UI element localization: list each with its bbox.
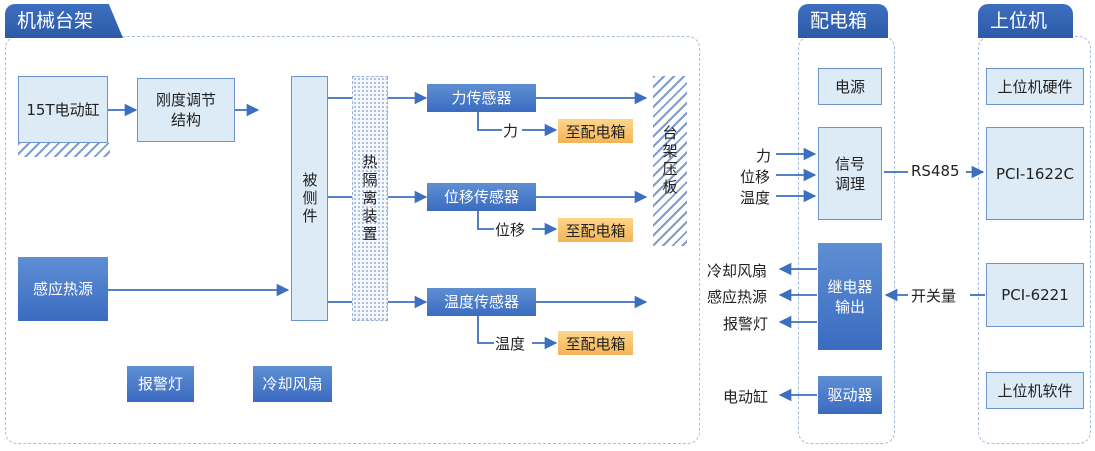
input-temperature-label: 温度	[740, 189, 771, 207]
test-part-box: 被侧件	[291, 76, 328, 321]
input-displacement-label: 位移	[740, 168, 771, 186]
temperature-sensor-box: 温度传感器	[427, 288, 536, 316]
pci-6221-box: PCI-6221	[986, 263, 1084, 327]
displacement-sensor-box: 位移传感器	[427, 183, 536, 211]
output-cylinder-label: 电动缸	[723, 388, 769, 406]
platen-label: 台架压板	[660, 125, 679, 197]
cabinet-title: 配电箱	[798, 4, 888, 38]
force-sensor-box: 力传感器	[427, 84, 536, 112]
platen-hatch	[653, 76, 687, 246]
cooling-fan-box: 冷却风扇	[253, 366, 332, 402]
thermal-isolation-box: 热隔离装置	[352, 76, 388, 321]
alarm-lamp-box: 报警灯	[127, 366, 194, 402]
power-supply-box: 电源	[818, 68, 882, 105]
ground-hatch	[18, 143, 110, 157]
force-label: 力	[503, 122, 519, 140]
host-software-box: 上位机软件	[986, 372, 1084, 409]
temperature-label: 温度	[495, 335, 526, 353]
to-cabinet-force: 至配电箱	[558, 119, 633, 143]
output-heat-label: 感应热源	[707, 288, 768, 306]
to-cabinet-temperature: 至配电箱	[558, 331, 633, 355]
pci-1622c-box: PCI-1622C	[986, 127, 1084, 220]
host-title: 上位机	[978, 4, 1073, 38]
gantry-frame	[5, 36, 700, 444]
heat-source-box: 感应热源	[18, 257, 108, 321]
switch-signal-label: 开关量	[911, 287, 957, 305]
stiffness-adjust-box: 刚度调节 结构	[137, 78, 235, 142]
displacement-label: 位移	[495, 221, 526, 239]
gantry-title: 机械台架	[5, 4, 123, 38]
rs485-label: RS485	[911, 162, 960, 180]
signal-conditioning-box: 信号 调理	[818, 127, 882, 220]
driver-box: 驱动器	[818, 376, 882, 414]
input-force-label: 力	[756, 147, 772, 165]
to-cabinet-displacement: 至配电箱	[558, 218, 633, 242]
electric-cylinder-box: 15T电动缸	[18, 76, 108, 143]
output-alarm-label: 报警灯	[723, 315, 769, 333]
output-fan-label: 冷却风扇	[707, 262, 768, 280]
host-hardware-box: 上位机硬件	[986, 68, 1084, 105]
relay-output-box: 继电器 输出	[818, 243, 882, 350]
